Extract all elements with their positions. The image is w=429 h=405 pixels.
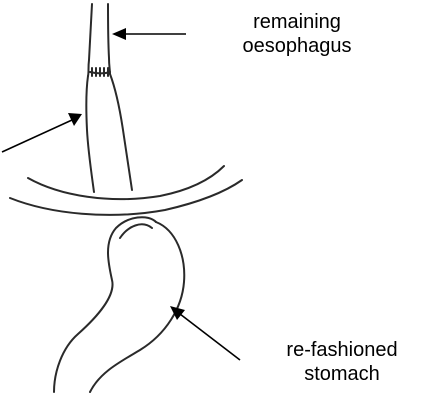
- refashioned-stomach: [54, 217, 184, 392]
- label-refashioned-stomach: re-fashioned stomach: [262, 338, 422, 386]
- oesophagus-lower-tube: [86, 74, 132, 192]
- anastomosis-stitches: [90, 68, 110, 76]
- label-remaining-line1: remaining: [212, 10, 382, 34]
- diaphragm: [10, 166, 242, 215]
- label-remaining-oesophagus: remaining oesophagus: [212, 10, 382, 58]
- arrow-refashioned-stomach: [170, 306, 240, 360]
- arrow-oesophagus-segment: [2, 113, 82, 152]
- label-stomach-line1: re-fashioned: [262, 338, 422, 362]
- oesophagus-upper-tube: [88, 4, 110, 76]
- label-stomach-line2: stomach: [262, 362, 422, 386]
- arrow-remaining-oesophagus: [112, 28, 186, 40]
- label-remaining-line2: oesophagus: [212, 34, 382, 58]
